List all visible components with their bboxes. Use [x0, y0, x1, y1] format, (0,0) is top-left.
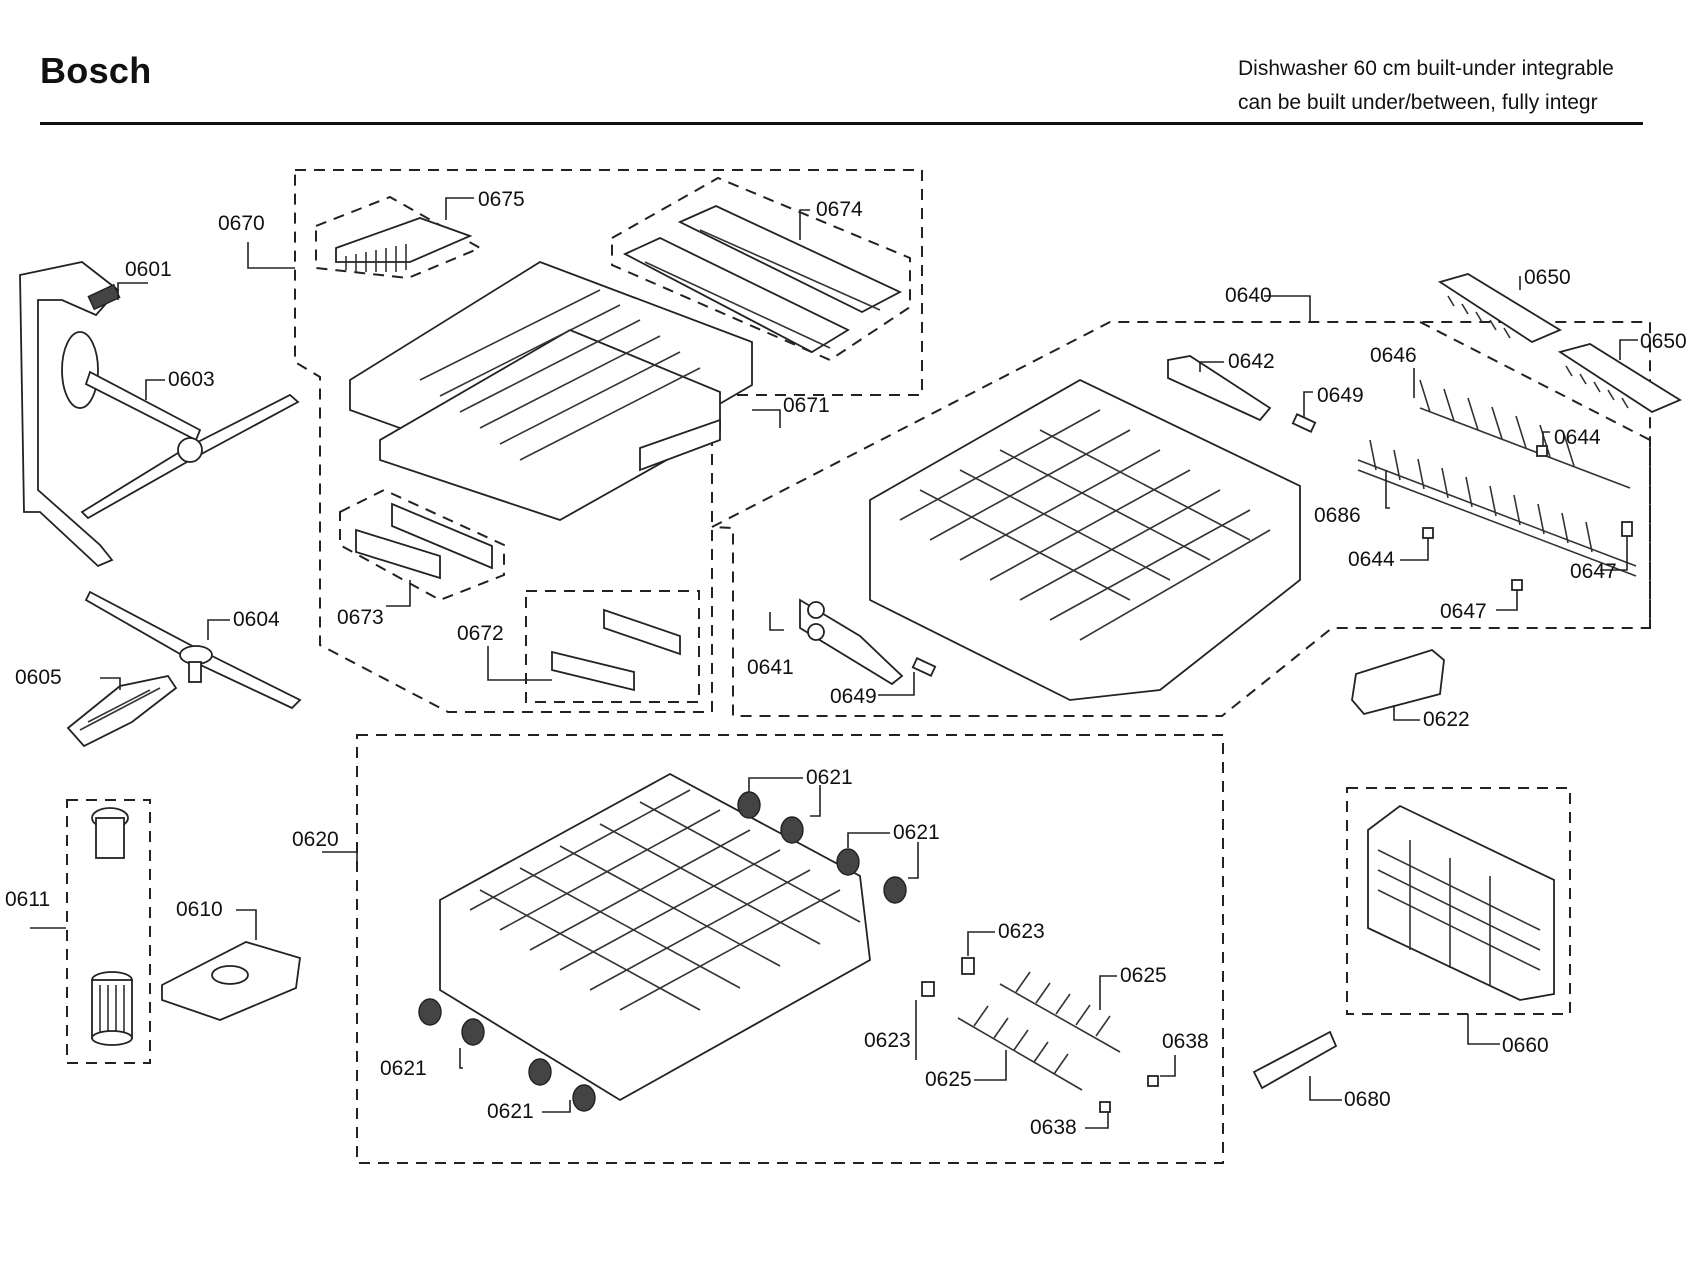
- label-0641: 0641: [747, 656, 794, 679]
- part-0601-spray-pipe: [19, 261, 121, 568]
- part-0603-upper-spray-arm: [61, 331, 300, 520]
- part-0621-wheel-3: [836, 848, 860, 876]
- brand-title: Bosch: [40, 50, 152, 91]
- label-0601: 0601: [125, 258, 172, 281]
- part-0647-clip-b: [1511, 579, 1523, 591]
- part-0649-stop-a: [1291, 413, 1317, 433]
- part-0620-lower-basket: [439, 772, 871, 1102]
- label-0649-b: 0649: [830, 685, 877, 708]
- label-0604: 0604: [233, 608, 280, 631]
- label-0623-b: 0623: [864, 1029, 911, 1052]
- part-0621-wheel-6: [461, 1018, 485, 1046]
- part-0673-clip-left: [355, 528, 441, 580]
- label-0621-d: 0621: [487, 1100, 534, 1123]
- part-0672-rail-clips: [551, 608, 681, 692]
- label-0611: 0611: [5, 888, 50, 911]
- part-0650-tine-row-a: [1437, 273, 1562, 344]
- label-0675: 0675: [478, 188, 525, 211]
- label-0647-b: 0647: [1440, 600, 1487, 623]
- description-line-1: Dishwasher 60 cm built-under integrable: [1238, 57, 1614, 80]
- part-0640-upper-basket: [869, 378, 1301, 701]
- group-box-0673: [339, 488, 505, 602]
- label-0660: 0660: [1502, 1034, 1549, 1057]
- label-0621-c: 0621: [380, 1057, 427, 1080]
- label-0673: 0673: [337, 606, 384, 629]
- part-0605-filter-cover: [66, 674, 178, 748]
- label-0638-b: 0638: [1030, 1116, 1077, 1139]
- part-0644-clip-b: [1422, 527, 1434, 539]
- part-0625-tine-row-a: [999, 971, 1121, 1053]
- part-0622-handle: [1351, 648, 1445, 716]
- label-0650-b: 0650: [1640, 330, 1687, 353]
- group-box-0646: [1419, 321, 1651, 628]
- label-0670: 0670: [218, 212, 265, 235]
- label-0638-a: 0638: [1162, 1030, 1209, 1053]
- label-0622: 0622: [1423, 708, 1470, 731]
- header-rule: [40, 122, 1643, 125]
- part-0638-clip-b: [1099, 1101, 1111, 1113]
- label-0625-b: 0625: [925, 1068, 972, 1091]
- label-0674: 0674: [816, 198, 863, 221]
- part-0641-rack-rail: [799, 598, 904, 686]
- label-0603: 0603: [168, 368, 215, 391]
- label-0625-a: 0625: [1120, 964, 1167, 987]
- appliance-description: Dishwasher 60 cm built-under integrable …: [1238, 52, 1614, 120]
- group-box-0675: [315, 195, 483, 280]
- part-0642-rack-bracket: [1167, 355, 1272, 422]
- label-0672: 0672: [457, 622, 504, 645]
- group-box-0672: [525, 590, 700, 703]
- label-0650-a: 0650: [1524, 266, 1571, 289]
- part-0625-tine-row-b: [957, 1005, 1083, 1091]
- label-0642: 0642: [1228, 350, 1275, 373]
- part-0671-cutlery-drawer: [349, 261, 753, 521]
- label-0671: 0671: [783, 394, 830, 417]
- part-0644-clip-a: [1536, 445, 1548, 457]
- part-0686-plate-rack: [1357, 439, 1637, 577]
- part-0621-wheel-7: [528, 1058, 552, 1086]
- part-0621-wheel-8: [572, 1084, 596, 1112]
- part-0649-stop-b: [911, 657, 937, 677]
- label-0623-a: 0623: [998, 920, 1045, 943]
- part-0621-wheel-1: [737, 791, 761, 819]
- part-0611-fine-filter: [91, 807, 133, 1046]
- part-0675-cutlery-insert: [335, 217, 473, 272]
- label-0610: 0610: [176, 898, 223, 921]
- label-0647-a: 0647: [1570, 560, 1617, 583]
- leader-lines: [30, 197, 1638, 1129]
- label-0621-b: 0621: [893, 821, 940, 844]
- group-box-0640: [708, 321, 1651, 717]
- label-0686: 0686: [1314, 504, 1361, 527]
- group-box-0674: [611, 176, 911, 362]
- label-0621-a: 0621: [806, 766, 853, 789]
- label-0644-b: 0644: [1348, 548, 1395, 571]
- part-0673-clip-right: [391, 502, 493, 570]
- part-0623-clip-a: [961, 957, 975, 975]
- part-0638-clip-a: [1147, 1075, 1159, 1087]
- part-0650-tine-row-b: [1557, 343, 1682, 414]
- part-0621-wheel-2: [780, 816, 804, 844]
- label-0620: 0620: [292, 828, 339, 851]
- label-0640: 0640: [1225, 284, 1272, 307]
- part-0610-micro-filter: [161, 941, 301, 1021]
- label-0680: 0680: [1344, 1088, 1391, 1111]
- part-0647-clip-a: [1621, 521, 1633, 537]
- part-0621-wheel-4: [883, 876, 907, 904]
- label-0646: 0646: [1370, 344, 1417, 367]
- label-0644-a: 0644: [1554, 426, 1601, 449]
- part-0646-tine-row: [1419, 379, 1631, 489]
- group-box-0670: [294, 169, 923, 713]
- label-0649-a: 0649: [1317, 384, 1364, 407]
- part-0623-clip-b: [921, 981, 935, 997]
- part-0660-cutlery-basket: [1367, 804, 1555, 1001]
- label-0605: 0605: [15, 666, 62, 689]
- part-0621-wheel-5: [418, 998, 442, 1026]
- part-0604-lower-spray-arm: [84, 590, 302, 710]
- description-line-2: can be built under/between, fully integr: [1238, 91, 1598, 114]
- part-0674-rail-rack: [622, 205, 903, 354]
- group-box-0660: [1346, 787, 1571, 1015]
- group-box-0611: [66, 799, 151, 1064]
- part-0680-trim-strip: [1252, 1030, 1338, 1090]
